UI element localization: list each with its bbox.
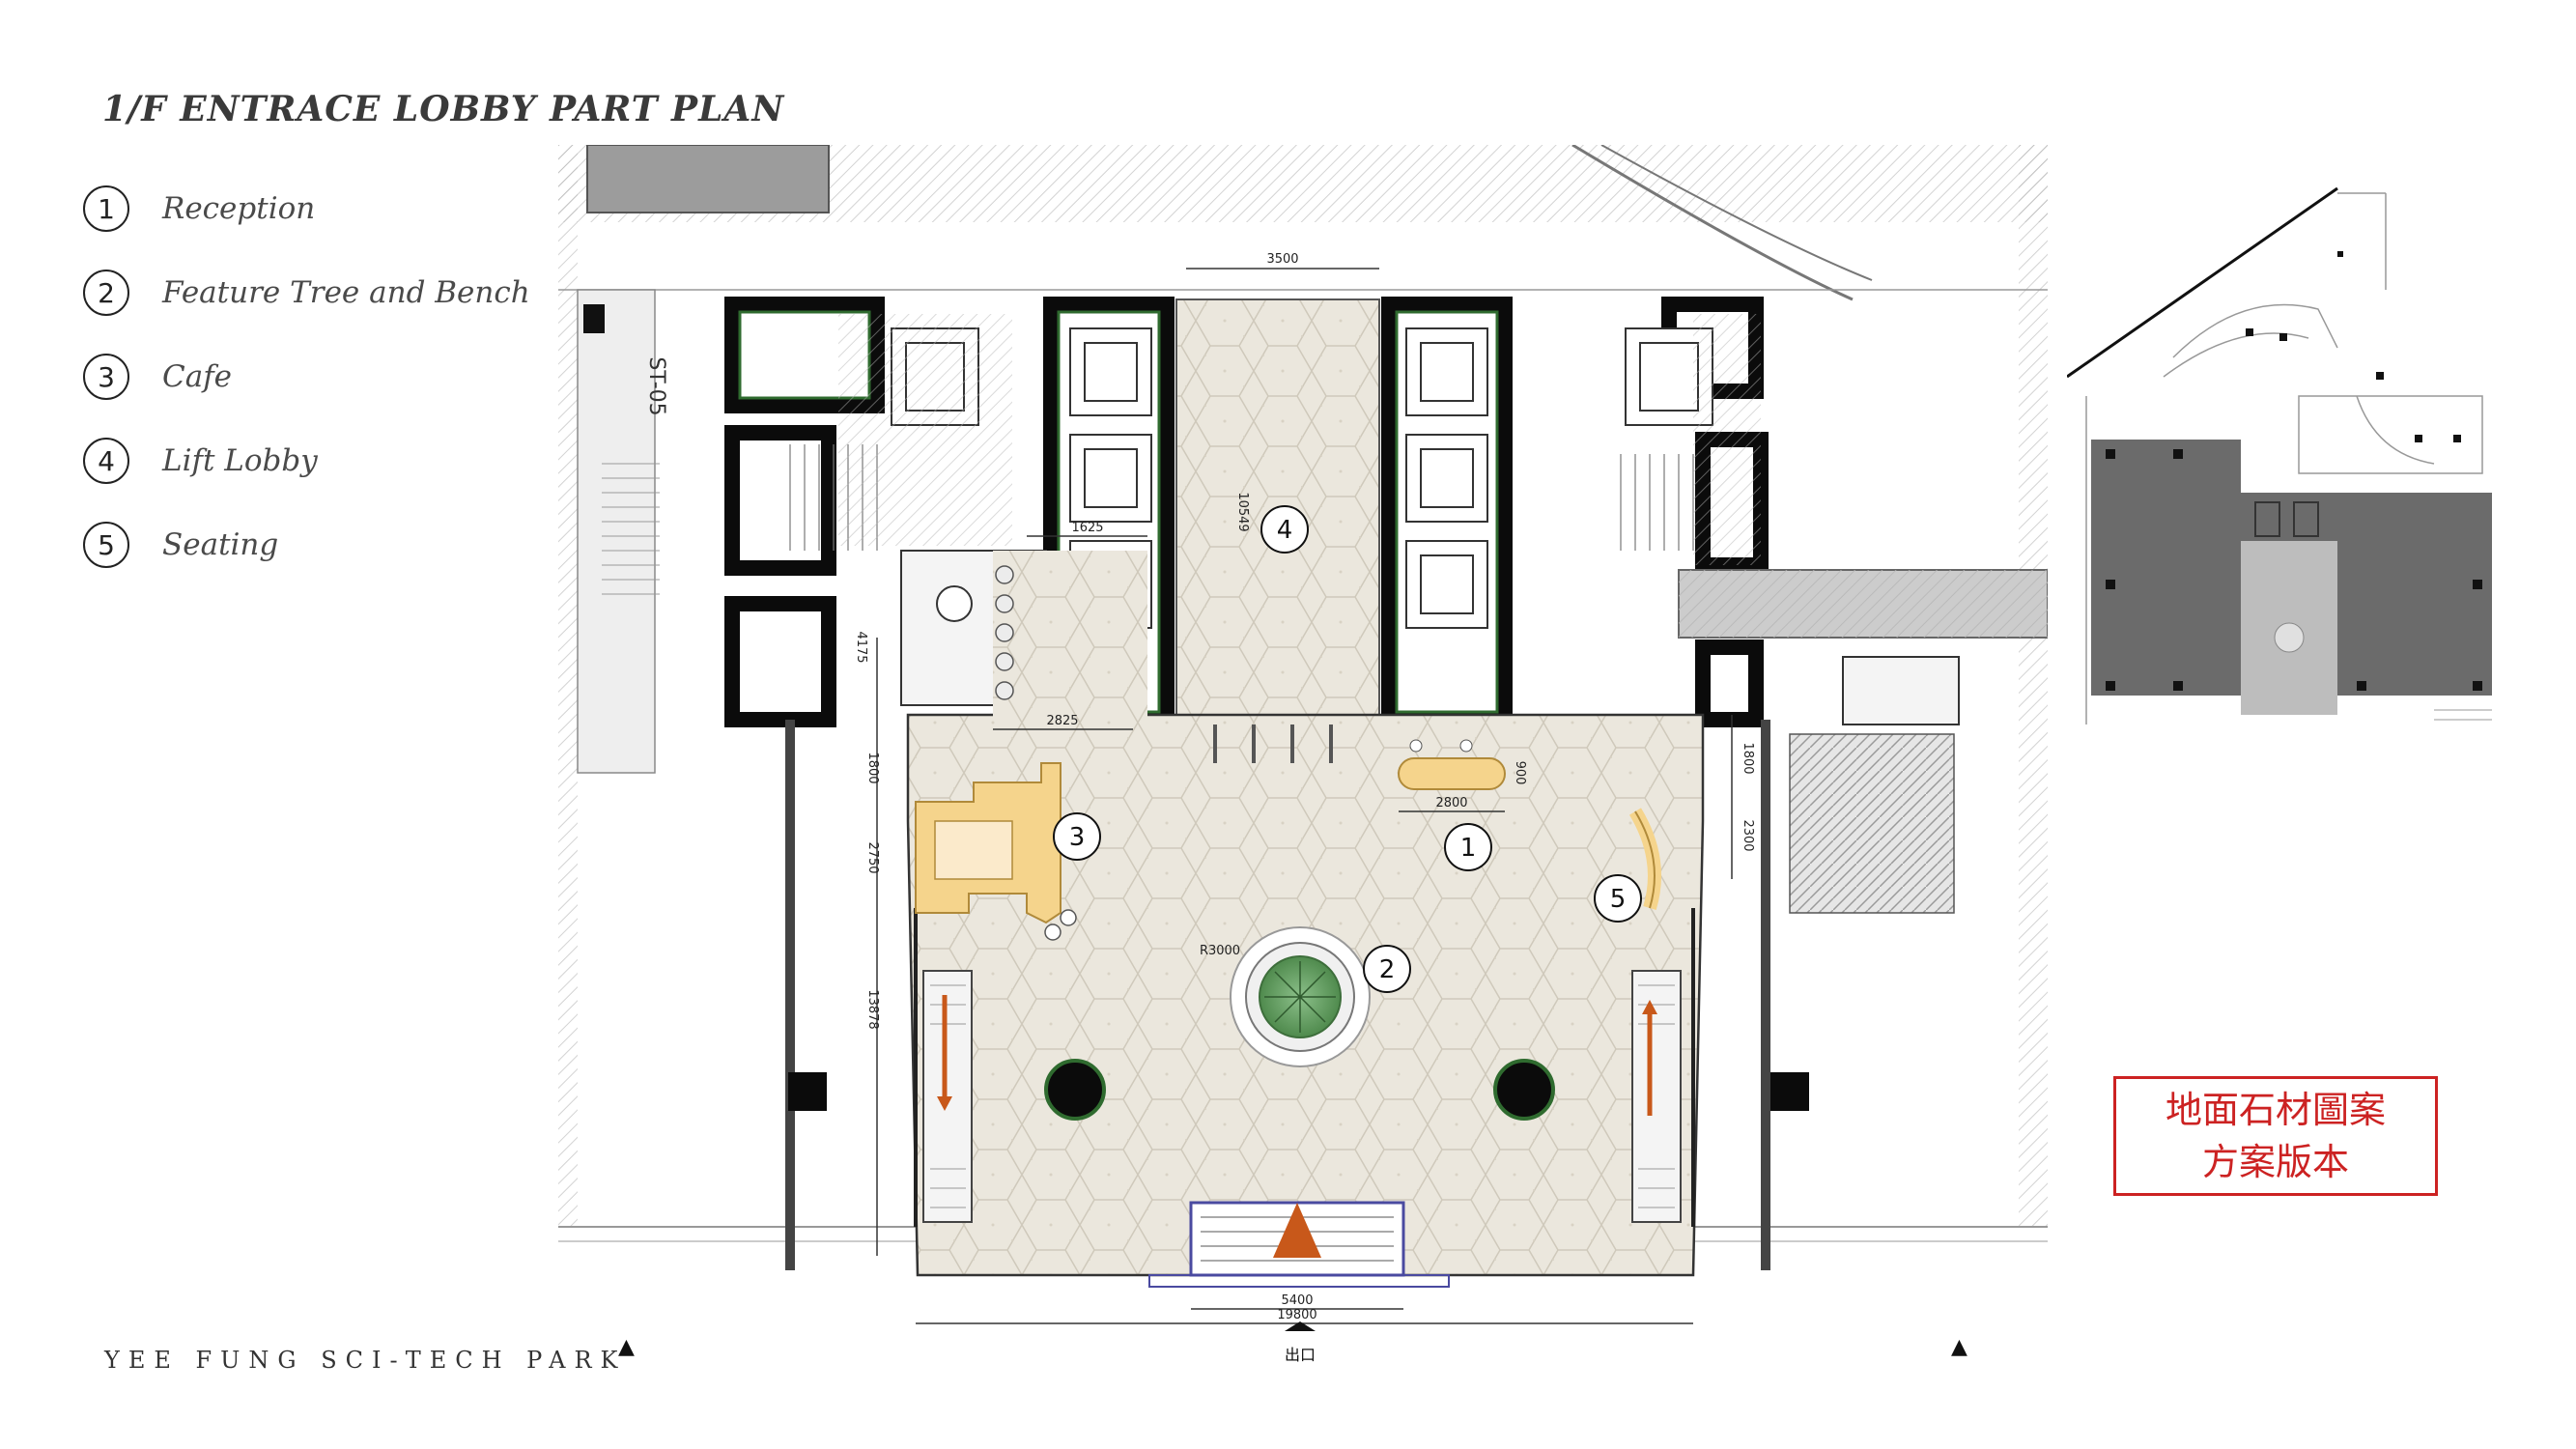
legend-item: 5 Seating xyxy=(83,520,585,570)
legend-label: Feature Tree and Bench xyxy=(162,275,530,310)
legend-label: Cafe xyxy=(162,359,233,394)
dim-13878: 13878 xyxy=(865,989,880,1029)
legend-number: 3 xyxy=(83,354,129,400)
legend-label: Reception xyxy=(162,191,316,226)
legend-number: 5 xyxy=(83,522,129,568)
version-note-line-1: 地面石材圖案 xyxy=(2165,1089,2386,1131)
legend-number: 2 xyxy=(83,270,129,316)
legend-number: 4 xyxy=(83,438,129,484)
callout-seating: 5 xyxy=(1594,874,1642,923)
dim-2750: 2750 xyxy=(865,841,880,873)
callout-feature-tree-number: 2 xyxy=(1379,955,1396,984)
project-name: YEE FUNG SCI-TECH PARK xyxy=(104,1347,627,1374)
version-note-line-2: 方案版本 xyxy=(2201,1141,2349,1183)
dim-5400: 5400 xyxy=(1281,1293,1313,1308)
dim-r3000: R3000 xyxy=(1200,944,1240,958)
dim-top-width: 3500 xyxy=(1266,252,1298,267)
legend-label: Seating xyxy=(162,527,279,562)
legend: 1 Reception 2 Feature Tree and Bench 3 C… xyxy=(83,184,585,604)
dim-2825: 2825 xyxy=(1046,714,1078,728)
page-title: 1/F ENTRACE LOBBY PART PLAN xyxy=(102,89,785,129)
legend-item: 1 Reception xyxy=(83,184,585,234)
version-note: 地面石材圖案 方案版本 xyxy=(2113,1076,2438,1196)
marker-left-icon: ▲ xyxy=(618,1335,635,1359)
dim-2800: 2800 xyxy=(1435,796,1467,810)
marker-right-icon: ▲ xyxy=(1951,1335,1967,1359)
callout-reception-number: 1 xyxy=(1460,834,1477,863)
legend-item: 2 Feature Tree and Bench xyxy=(83,268,585,318)
dim-lift-depth: 10549 xyxy=(1235,492,1250,531)
entrance-label: 出口 xyxy=(1285,1346,1316,1364)
legend-label: Lift Lobby xyxy=(162,443,318,478)
dim-4175: 4175 xyxy=(854,631,868,663)
dim-2300: 2300 xyxy=(1741,819,1755,851)
dim-1625: 1625 xyxy=(1071,521,1103,535)
callout-reception: 1 xyxy=(1444,823,1492,871)
callout-lift-lobby-number: 4 xyxy=(1277,516,1293,545)
stair-label: ST-05 xyxy=(644,356,668,415)
floor-plan: ST-05 xyxy=(558,145,2048,1364)
callout-cafe-number: 3 xyxy=(1069,823,1086,852)
key-plan xyxy=(2067,186,2492,724)
dim-19800: 19800 xyxy=(1277,1308,1316,1322)
callout-feature-tree: 2 xyxy=(1363,945,1411,993)
callout-lift-lobby: 4 xyxy=(1260,505,1309,554)
dim-1800-left: 1800 xyxy=(865,752,880,783)
legend-item: 3 Cafe xyxy=(83,352,585,402)
callout-seating-number: 5 xyxy=(1610,885,1627,914)
legend-item: 4 Lift Lobby xyxy=(83,436,585,486)
legend-number: 1 xyxy=(83,185,129,232)
dim-1800-right: 1800 xyxy=(1741,742,1755,774)
callout-cafe: 3 xyxy=(1053,812,1101,861)
dim-900: 900 xyxy=(1513,761,1527,785)
